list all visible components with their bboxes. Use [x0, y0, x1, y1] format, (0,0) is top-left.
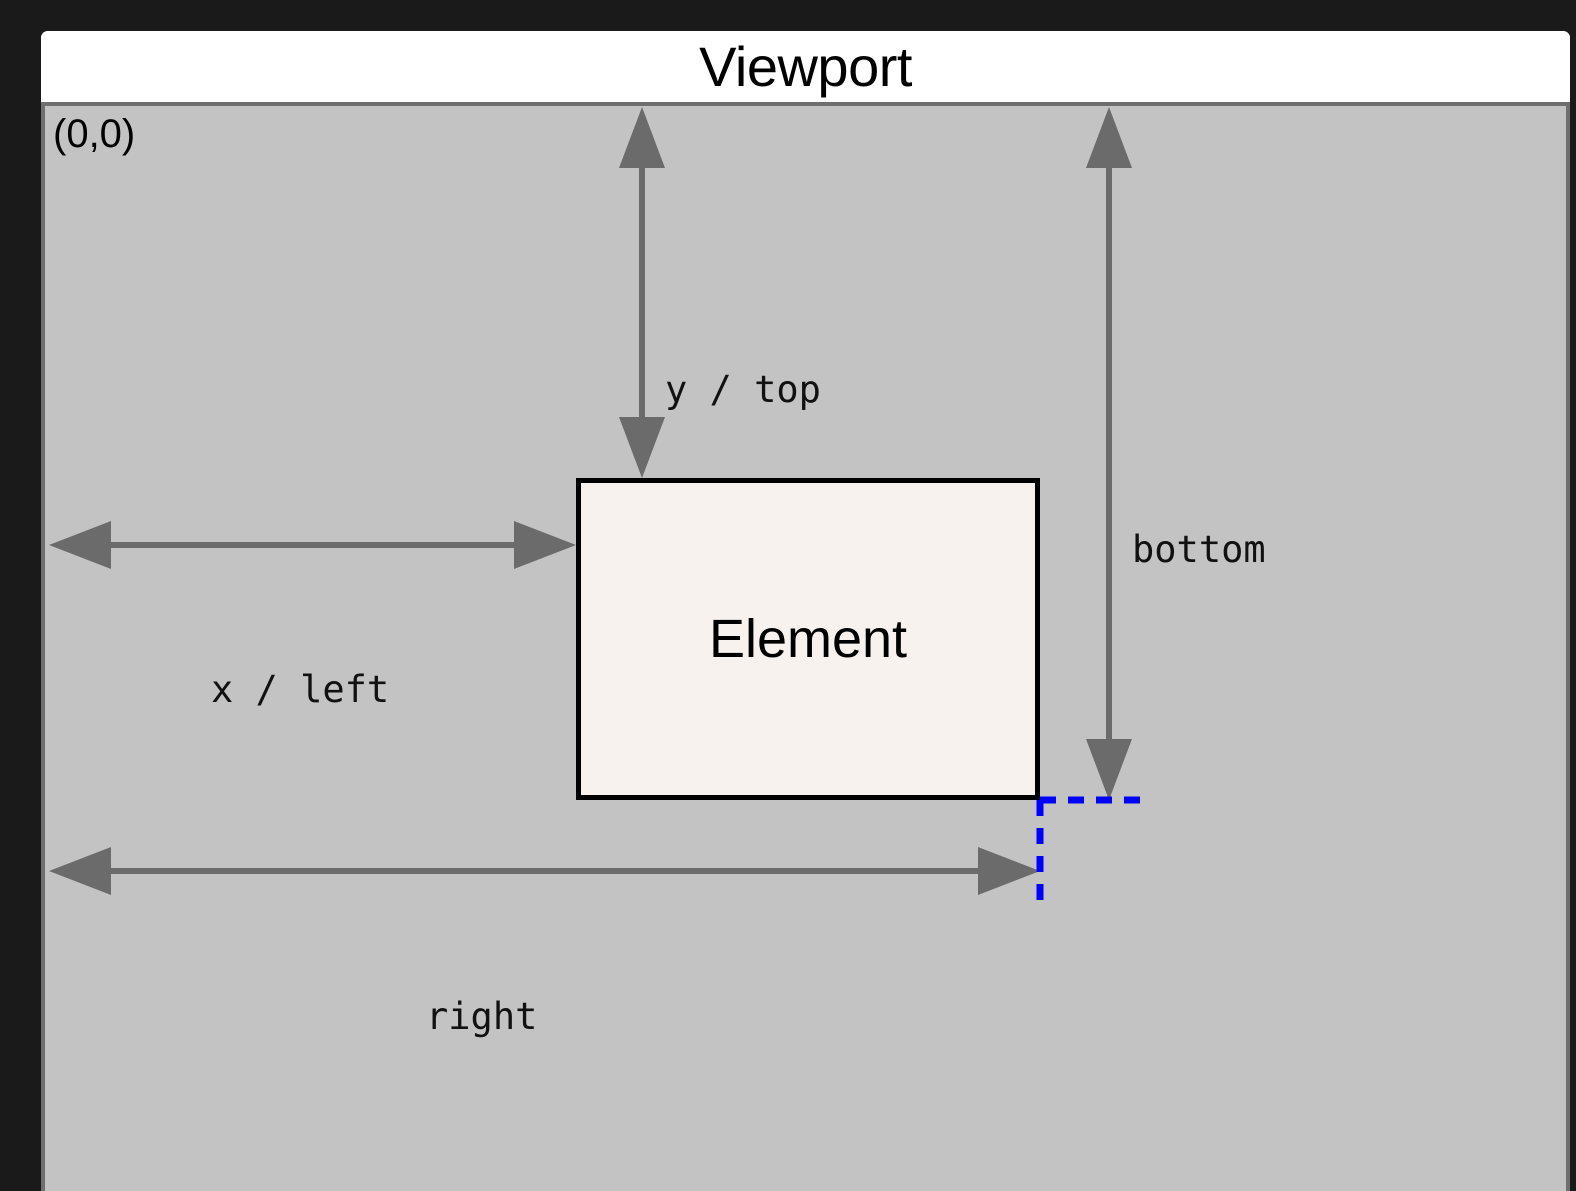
- element-box-label: Element: [708, 609, 908, 669]
- label-x-left: x / left: [211, 668, 390, 711]
- label-y-top: y / top: [665, 368, 821, 411]
- label-bottom: bottom: [1132, 528, 1266, 571]
- origin-coordinate-label: (0,0): [53, 112, 136, 156]
- measure-x-left: [49, 521, 576, 569]
- page-title: Viewport: [699, 34, 912, 98]
- viewport-header: Viewport: [41, 31, 1570, 106]
- viewport-area: (0,0): [41, 106, 1570, 1191]
- measure-bottom: [1086, 107, 1132, 800]
- label-right: right: [426, 995, 538, 1038]
- measure-y-top: [619, 107, 665, 478]
- measure-right: [49, 847, 1040, 895]
- element-box: Element: [576, 478, 1040, 800]
- viewport-panel: Viewport (0,0): [41, 31, 1570, 1191]
